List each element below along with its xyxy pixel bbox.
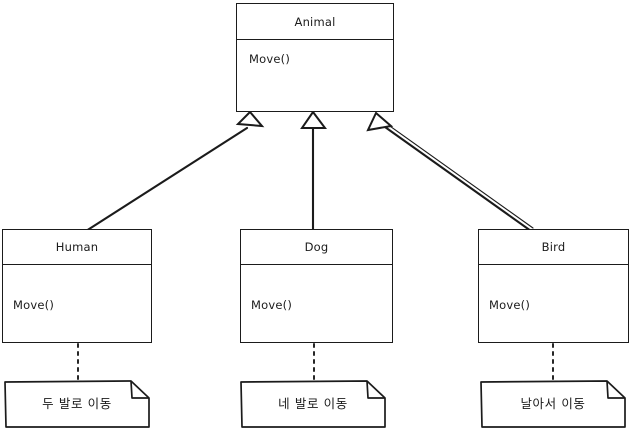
note-box-human[interactable]: 두 발로 이동: [4, 380, 150, 428]
note-text-human: 두 발로 이동: [42, 395, 112, 411]
note-text-bird: 날아서 이동: [520, 395, 586, 411]
note-shape-bird: [480, 380, 626, 428]
hollow-triangle-arrowhead-right: [366, 111, 394, 132]
note-shape-dog: [240, 380, 386, 428]
class-method-human: Move(): [13, 298, 55, 312]
class-name-bird: Bird: [479, 230, 628, 265]
class-name-animal: Animal: [237, 4, 393, 40]
class-body-dog: Move(): [241, 265, 392, 342]
class-name-human: Human: [3, 230, 151, 265]
class-box-dog[interactable]: Dog Move(): [240, 229, 393, 343]
hollow-triangle-arrowhead-middle: [300, 110, 327, 129]
generalization-bird-to-animal: [366, 111, 534, 233]
class-method-dog: Move(): [251, 298, 293, 312]
hollow-triangle-arrowhead-left: [235, 110, 265, 128]
note-text-dog: 네 발로 이동: [278, 395, 348, 411]
class-name-dog: Dog: [241, 230, 392, 265]
generalization-human-to-animal: [84, 110, 265, 233]
class-body-animal: Move(): [237, 40, 393, 111]
class-method-bird: Move(): [489, 298, 531, 312]
class-box-animal[interactable]: Animal Move(): [236, 3, 394, 112]
generalization-dog-to-animal: [300, 110, 327, 233]
class-box-human[interactable]: Human Move(): [2, 229, 152, 343]
note-box-dog[interactable]: 네 발로 이동: [240, 380, 386, 428]
note-shape-human: [4, 380, 150, 428]
class-box-bird[interactable]: Bird Move(): [478, 229, 629, 343]
class-body-bird: Move(): [479, 265, 628, 342]
note-box-bird[interactable]: 날아서 이동: [480, 380, 626, 428]
class-body-human: Move(): [3, 265, 151, 342]
class-method-animal: Move(): [249, 52, 291, 66]
